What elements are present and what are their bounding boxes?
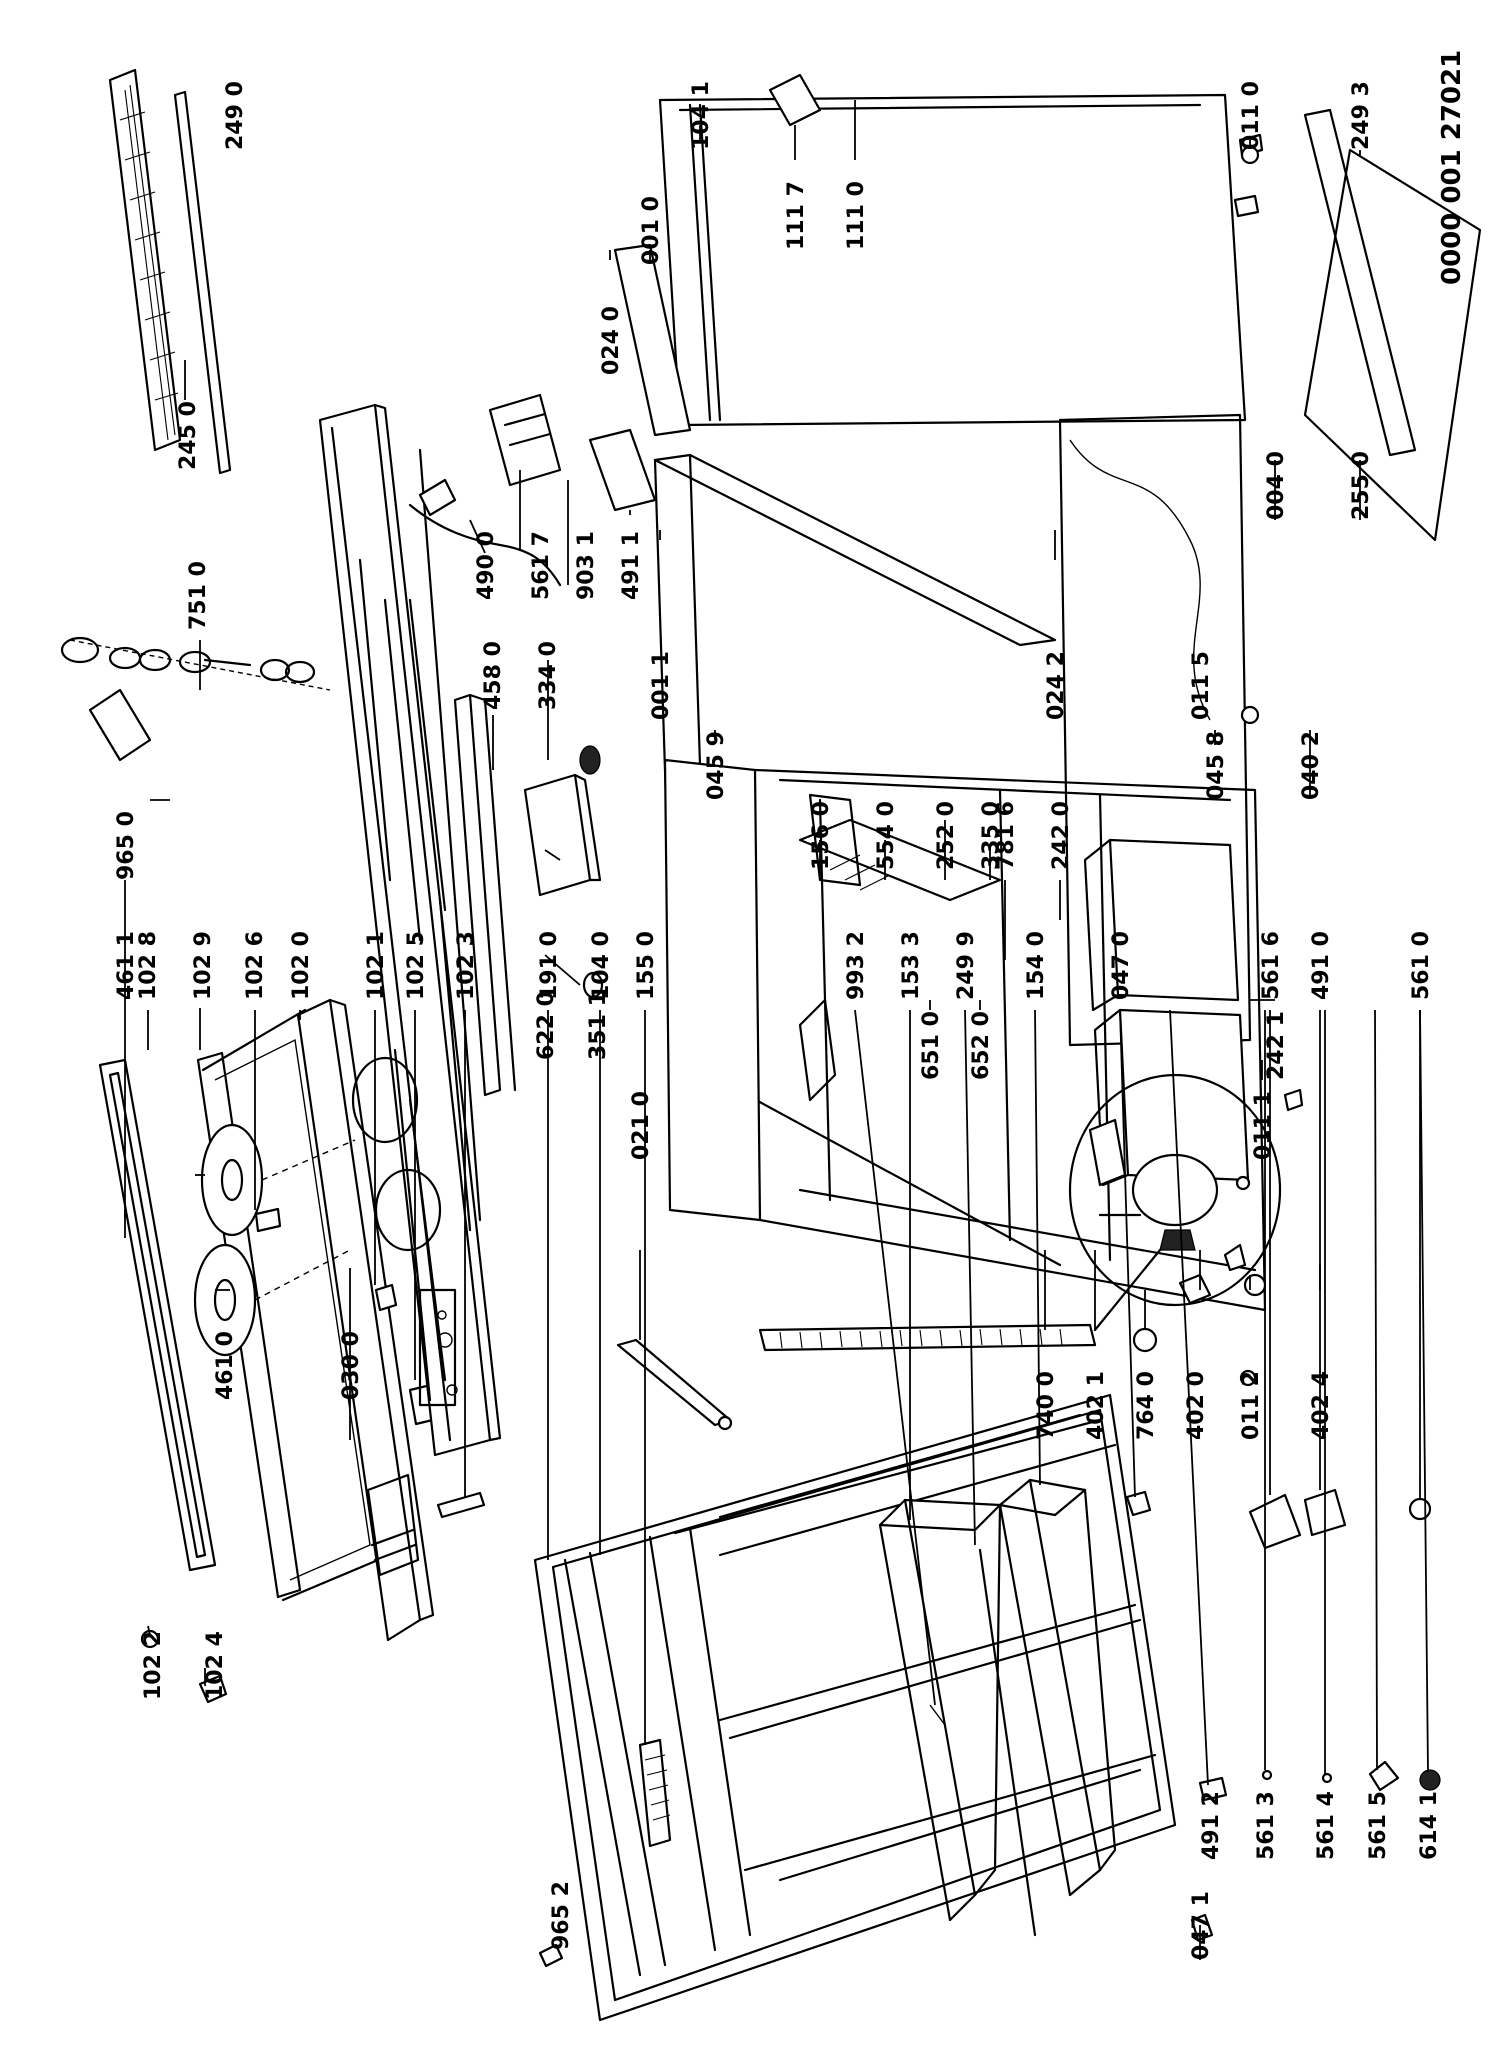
label-242-0: 242 0 — [1049, 801, 1074, 870]
label-040-2: 040 2 — [1299, 731, 1324, 800]
label-903-1: 903 1 — [574, 531, 599, 600]
label-461-0: 461 0 — [213, 1331, 238, 1400]
cabinet-body-drawing — [663, 758, 1267, 1312]
label-334-0: 334 0 — [536, 641, 561, 710]
label-102-6: 102 6 — [243, 931, 268, 1000]
label-001-1: 001 1 — [649, 651, 674, 720]
label-102-0: 102 0 — [289, 931, 314, 1000]
label-024-2: 024 2 — [1044, 651, 1069, 720]
label-249-3: 249 3 — [1349, 81, 1374, 150]
label-255-0: 255 0 — [1349, 451, 1374, 520]
label-001-0: 001 0 — [639, 196, 664, 265]
label-554-0: 554 0 — [874, 801, 899, 870]
door-liner-drawing — [533, 1393, 1177, 2022]
part-labels: 102 2 102 4 102 8 102 9 102 6 102 0 102 … — [114, 50, 1467, 1960]
label-561-7: 561 7 — [529, 531, 554, 600]
worktop-drawing — [318, 403, 502, 1457]
label-491-0: 491 0 — [1309, 931, 1334, 1000]
label-491-2: 491 2 — [1199, 1791, 1224, 1860]
label-491-1: 491 1 — [619, 531, 644, 600]
compressor-drawing — [758, 1073, 1282, 1353]
label-249-9: 249 9 — [954, 931, 979, 1000]
label-021-0: 021 0 — [629, 1091, 654, 1160]
label-045-9: 045 9 — [704, 731, 729, 800]
label-652-0: 652 0 — [969, 1011, 994, 1080]
label-011-2: 011 2 — [1239, 1371, 1264, 1440]
leader-lines — [124, 100, 1429, 1960]
label-191-0: 191 0 — [537, 931, 562, 1000]
label-740-0: 740 0 — [1034, 1371, 1059, 1440]
label-402-0: 402 0 — [1184, 1371, 1209, 1440]
label-102-4: 102 4 — [203, 1631, 228, 1700]
hotplates-drawing — [193, 1123, 356, 1357]
label-764-0: 764 0 — [1134, 1371, 1159, 1440]
label-030-0: 030 0 — [339, 1331, 364, 1400]
label-004-0: 004 0 — [1264, 451, 1289, 520]
label-045-8: 045 8 — [1204, 731, 1229, 800]
label-965-0: 965 0 — [114, 811, 139, 880]
label-351-1: 351 1 — [586, 991, 611, 1060]
label-102-1: 102 1 — [364, 931, 389, 1000]
wire-rod-drawing — [616, 1338, 733, 1431]
label-651-0: 651 0 — [919, 1011, 944, 1080]
label-461-1: 461 1 — [114, 931, 139, 1000]
grilles-drawing — [108, 68, 232, 475]
document-code: 0000 001 27021 — [1437, 50, 1467, 285]
label-561-0: 561 0 — [1409, 931, 1434, 1000]
label-614-1: 614 1 — [1417, 1791, 1442, 1860]
label-622-0: 622 0 — [534, 991, 559, 1060]
label-402-1: 402 1 — [1084, 1371, 1109, 1440]
label-561-5: 561 5 — [1366, 1791, 1391, 1860]
label-011-5: 011 5 — [1189, 651, 1214, 720]
small-parts-bottom-drawing — [1125, 1488, 1441, 1942]
label-561-3: 561 3 — [1254, 1791, 1279, 1860]
feet-and-screws-drawing — [1223, 133, 1304, 1387]
label-993-2: 993 2 — [844, 931, 869, 1000]
label-242-1: 242 1 — [1264, 1011, 1289, 1080]
door-panel-drawing — [296, 998, 435, 1642]
label-102-9: 102 9 — [191, 931, 216, 1000]
label-104-0: 104 0 — [589, 931, 614, 1000]
base-channel-drawing — [453, 693, 517, 1097]
label-252-0: 252 0 — [934, 801, 959, 870]
label-561-6: 561 6 — [1259, 931, 1284, 1000]
power-cable-drawing — [408, 393, 657, 587]
label-011-1: 011 1 — [1251, 1091, 1276, 1160]
label-781-6: 781 6 — [994, 801, 1019, 870]
label-751-0: 751 0 — [186, 561, 211, 630]
thermostat-drawing — [523, 745, 604, 999]
label-047-1: 047 1 — [1189, 1891, 1214, 1960]
label-335-0: 335 0 — [979, 801, 1004, 870]
label-153-3: 153 3 — [899, 931, 924, 1000]
label-011-0: 011 0 — [1239, 81, 1264, 150]
label-111-0: 111 0 — [844, 181, 869, 250]
label-102-8: 102 8 — [136, 931, 161, 1000]
label-102-3: 102 3 — [454, 931, 479, 1000]
label-024-0: 024 0 — [599, 306, 624, 375]
label-561-4: 561 4 — [1314, 1791, 1339, 1860]
label-155-0: 155 0 — [634, 931, 659, 1000]
label-156-0: 156 0 — [809, 801, 834, 870]
label-104-1: 104 1 — [689, 81, 714, 150]
fan-assembly-drawing — [60, 636, 331, 762]
cover-plate-drawing — [1303, 108, 1482, 542]
label-154-0: 154 0 — [1024, 931, 1049, 1000]
label-111-7: 111 7 — [784, 181, 809, 250]
label-402-4: 402 4 — [1309, 1371, 1334, 1440]
door-gasket-drawing — [98, 1058, 217, 1572]
label-458-0: 458 0 — [481, 641, 506, 710]
label-102-2: 102 2 — [141, 1631, 166, 1700]
label-490-0: 490 0 — [474, 531, 499, 600]
label-102-5: 102 5 — [404, 931, 429, 1000]
label-245-0: 245 0 — [176, 401, 201, 470]
insulation-drawing — [1058, 413, 1252, 1047]
label-047-0: 047 0 — [1109, 931, 1134, 1000]
label-965-2: 965 2 — [549, 1881, 574, 1950]
label-249-0: 249 0 — [223, 81, 248, 150]
